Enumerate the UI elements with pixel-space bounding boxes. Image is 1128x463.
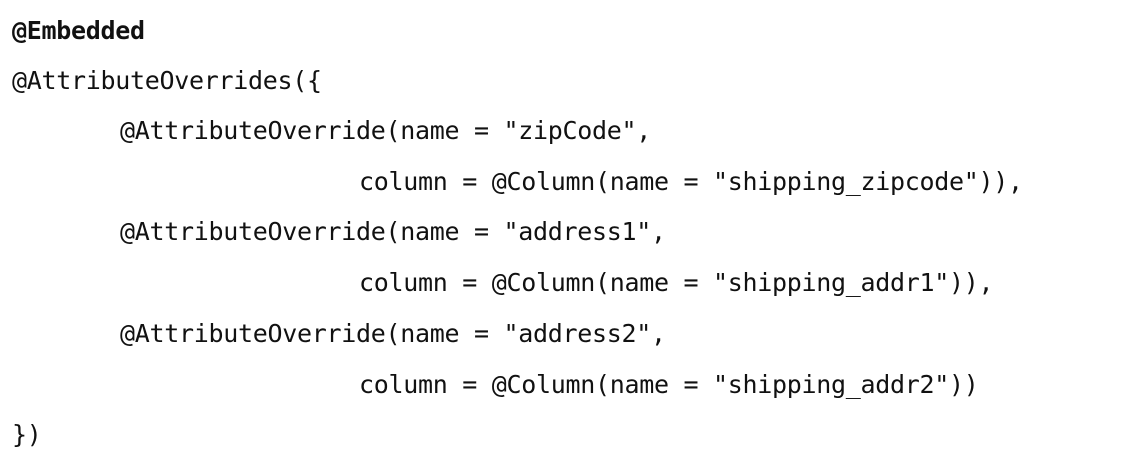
code-line-column-zipcode: column = @Column(name = "shipping_zipcod… [359, 167, 1023, 196]
code-line-column-address1: column = @Column(name = "shipping_addr1"… [359, 268, 994, 297]
code-line-attribute-overrides-close: }) [12, 420, 42, 449]
code-line-override-address1: @AttributeOverride(name = "address1", [120, 217, 666, 246]
code-line-override-address2: @AttributeOverride(name = "address2", [120, 319, 666, 348]
code-line-override-zipcode: @AttributeOverride(name = "zipCode", [120, 116, 652, 145]
code-line-column-address2: column = @Column(name = "shipping_addr2"… [359, 370, 979, 399]
code-line-embedded-annotation: @Embedded [12, 16, 145, 45]
code-line-attribute-overrides-open: @AttributeOverrides({ [12, 66, 322, 95]
